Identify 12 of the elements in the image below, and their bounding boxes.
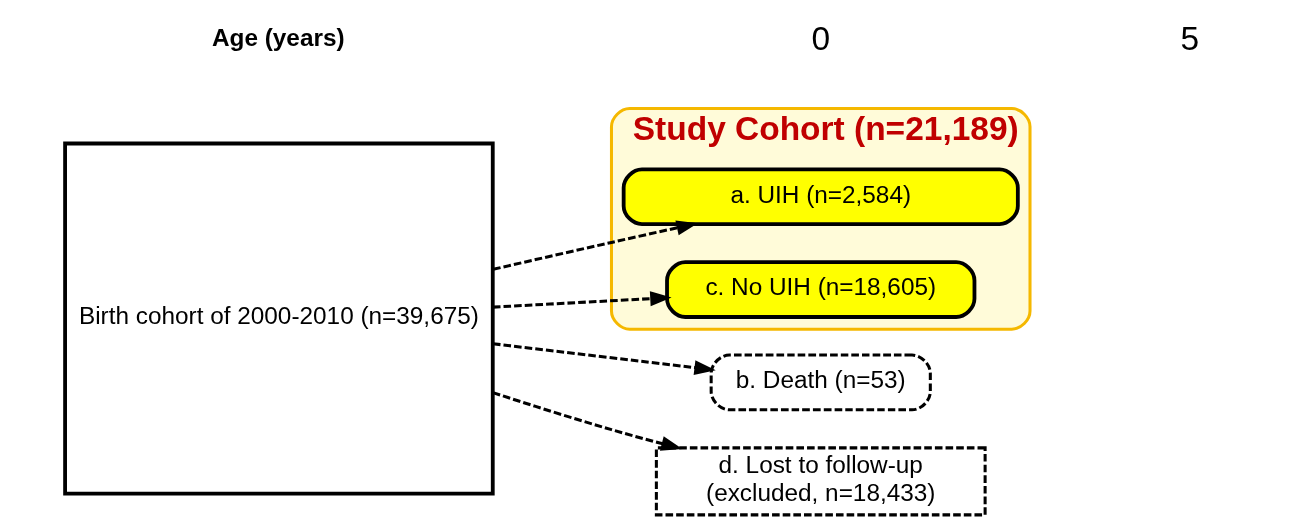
arrow [492,291,672,309]
arrow [492,342,716,376]
label: 5 [1180,20,1199,58]
node-box: Birth cohort of 2000-2010 (n=39,675) [62,141,495,496]
node-box: b. Death (n=53) [709,353,932,412]
label: 0 [810,20,830,58]
label: Age (years) [211,23,345,51]
arrow [491,391,682,451]
arrow [492,220,698,271]
node-box: c. No UIH (n=18,605) [664,260,976,319]
node-box: a. UIH (n=2,584) [621,167,1020,227]
node-box: d. Lost to follow-up (excluded, n=18,433) [654,446,987,517]
